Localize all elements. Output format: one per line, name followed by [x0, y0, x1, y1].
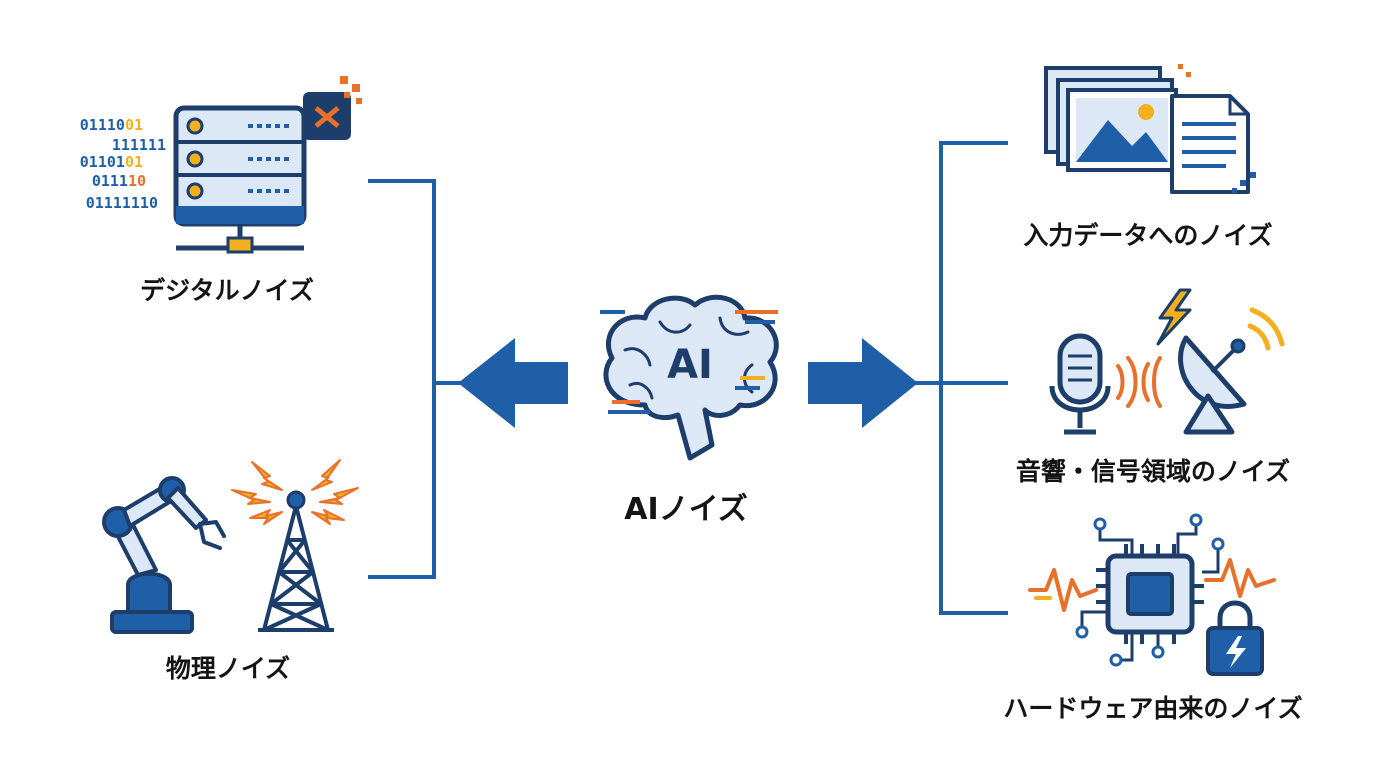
- svg-text:111111: 111111: [112, 136, 166, 154]
- lightning-icon: [1156, 288, 1192, 346]
- chip-icon: [1096, 544, 1204, 644]
- lightning-sparks: [231, 459, 359, 525]
- glitch-lines: [600, 310, 778, 414]
- right-bracket-connector: [912, 141, 1008, 615]
- ai-brain-icon: AI: [600, 294, 779, 461]
- left-bracket-connector: [368, 179, 470, 579]
- left-arrow: [458, 338, 568, 428]
- sound-wave-icon: [1116, 356, 1162, 408]
- right-arrow: [808, 338, 918, 428]
- node-label-physical-noise: 物理ノイズ: [165, 654, 291, 683]
- center-label-ai-noise: AIノイズ: [624, 492, 748, 527]
- svg-text:0111001: 0111001: [80, 116, 143, 134]
- node-label-hardware-noise: ハードウェア由来のノイズ: [1003, 694, 1303, 723]
- circuit-traces: [1080, 524, 1220, 662]
- binary-digits: 0111001 111111 0110101 011110 01111110: [80, 116, 166, 212]
- image-document-icon: [1044, 64, 1256, 194]
- svg-text:011110: 011110: [92, 172, 146, 190]
- svg-text:01111110: 01111110: [86, 194, 158, 212]
- robot-arm-icon: [102, 476, 226, 634]
- ai-icon-text: AI: [667, 342, 713, 388]
- microphone-icon: [1049, 333, 1111, 435]
- broken-lock-icon: [1206, 600, 1264, 676]
- waveform-icon: [1028, 558, 1276, 612]
- radio-tower-icon: [231, 459, 359, 632]
- server-icon: 0111001 111111 0110101 011110 01111110: [80, 76, 362, 254]
- node-label-digital-noise: デジタルノイズ: [140, 276, 314, 305]
- node-label-input-data-noise: 入力データへのノイズ: [1023, 221, 1273, 250]
- node-label-acoustic-signal-noise: 音響・信号領域のノイズ: [1015, 457, 1291, 486]
- satellite-dish-icon: [1178, 307, 1285, 435]
- svg-text:0110101: 0110101: [80, 153, 143, 171]
